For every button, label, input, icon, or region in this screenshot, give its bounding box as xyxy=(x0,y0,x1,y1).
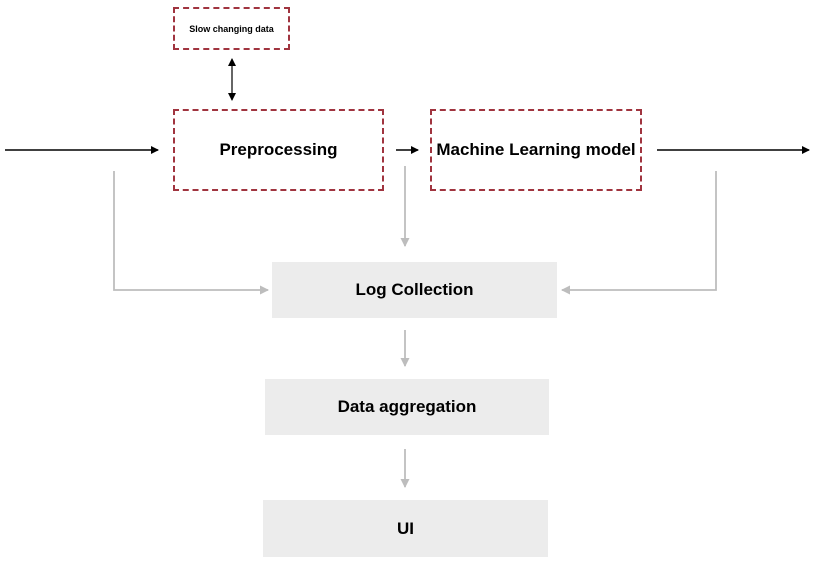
node-label: Preprocessing xyxy=(219,140,338,159)
arrow-ml-to-log xyxy=(561,171,717,295)
node-ml-model: Machine Learning model xyxy=(430,109,642,191)
node-data-aggregation: Data aggregation xyxy=(265,379,549,435)
node-label: Log Collection xyxy=(355,280,474,299)
node-label: Machine Learning model xyxy=(436,140,636,159)
arrow-input-to-log xyxy=(113,171,269,295)
node-ui: UI xyxy=(263,500,548,557)
node-preprocessing: Preprocessing xyxy=(173,109,384,191)
node-slow-changing-data: Slow changing data xyxy=(173,7,290,50)
node-label: Slow changing data xyxy=(189,23,274,34)
node-log-collection: Log Collection xyxy=(272,262,557,318)
node-label: Data aggregation xyxy=(337,397,477,416)
node-label: UI xyxy=(397,518,414,538)
